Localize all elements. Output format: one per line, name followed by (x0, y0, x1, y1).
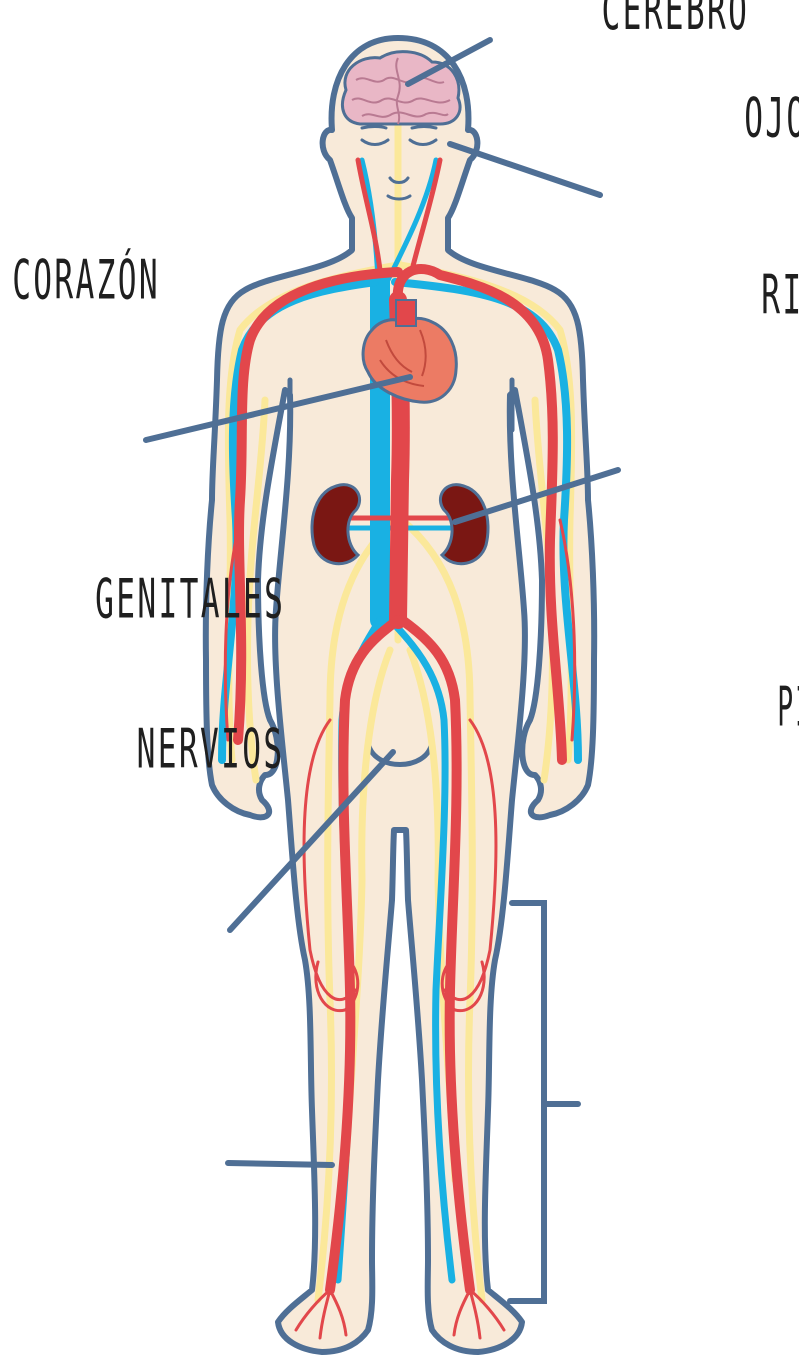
bracket-piernas (510, 903, 578, 1301)
label-genitales: GENITALES (95, 568, 285, 630)
label-piernas: PIERNAS Y PIES (777, 677, 799, 739)
heart-vessels (396, 300, 416, 326)
leader-ojos (450, 144, 600, 195)
right-eyebrow (412, 127, 436, 129)
leader-nervios (228, 1163, 332, 1165)
label-rinones: RIÑONES (761, 264, 799, 328)
label-nervios: NERVIOS (137, 718, 285, 780)
left-eyebrow (362, 127, 386, 129)
label-corazon: CORAZÓN (12, 247, 160, 312)
label-cerebro: CEREBRO (601, 0, 749, 42)
label-ojos: OJOS (744, 87, 799, 149)
